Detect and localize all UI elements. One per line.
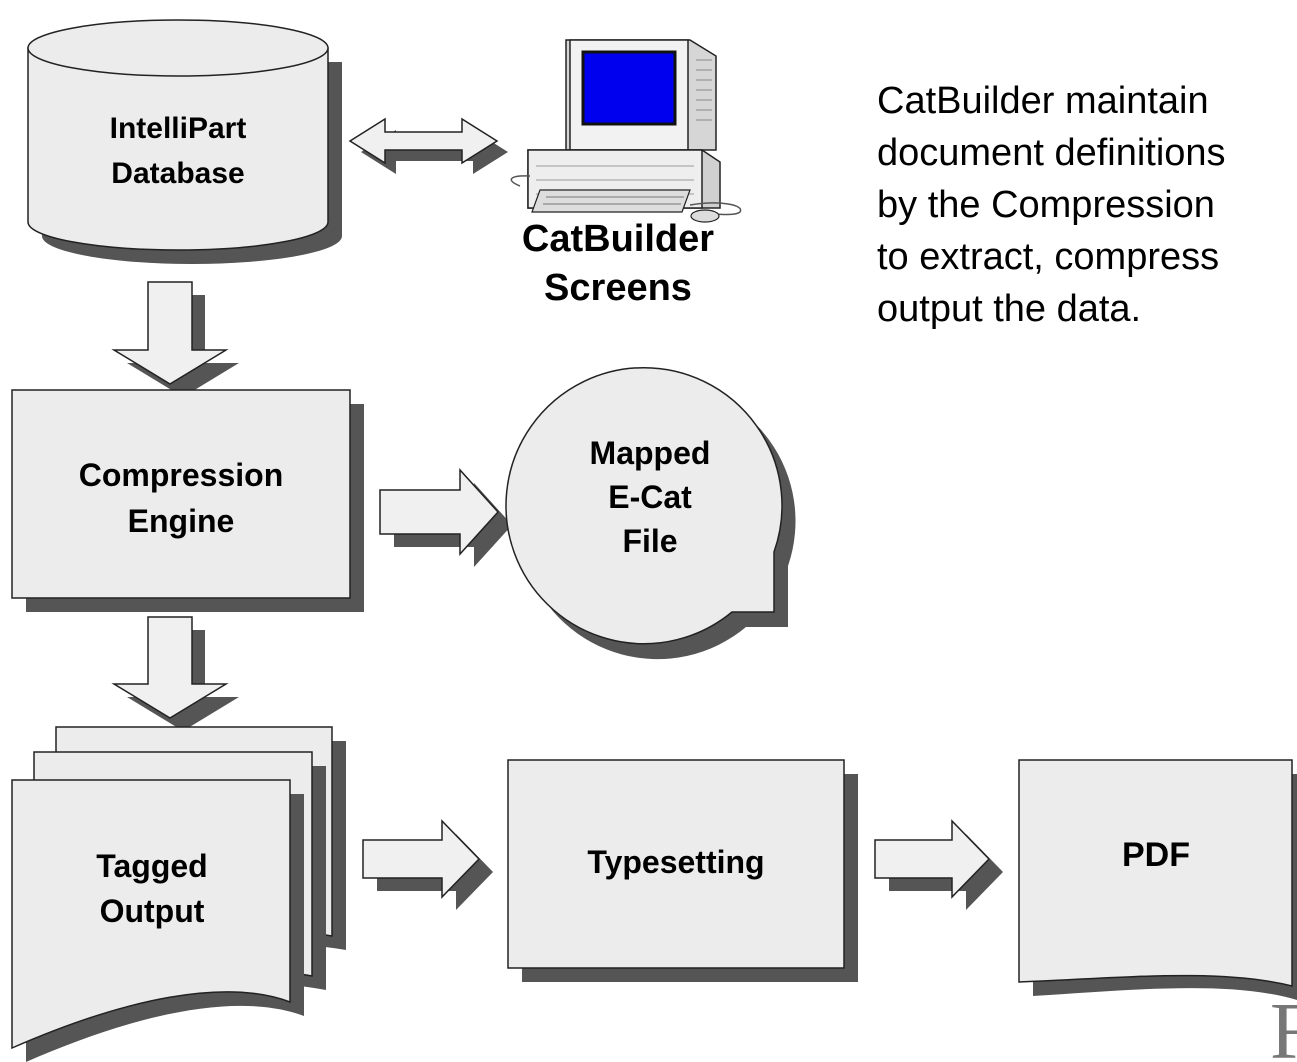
database-label-line2: Database bbox=[111, 157, 244, 190]
mapped-label-line2: E-Cat bbox=[608, 479, 692, 515]
typesetting-label: Typesetting bbox=[587, 844, 764, 880]
mapped-label-line3: File bbox=[622, 523, 677, 559]
engine-label-line1: Compression bbox=[79, 457, 283, 493]
screens-label-line1: CatBuilder bbox=[522, 218, 714, 260]
arrow-typesetting-pdf bbox=[874, 819, 1003, 910]
pdf-node: PDF bbox=[1018, 759, 1297, 1000]
tagged-label-line1: Tagged bbox=[96, 848, 207, 884]
typesetting-node: Typesetting bbox=[507, 759, 858, 982]
database-label-line1: IntelliPart bbox=[110, 112, 247, 145]
down-arrow-engine-tagged bbox=[111, 616, 239, 731]
database-node: IntelliPart Database bbox=[27, 19, 342, 264]
description-line4: to extract, compress bbox=[877, 236, 1219, 278]
pdf-label: PDF bbox=[1122, 836, 1190, 874]
tagged-node: Tagged Output bbox=[11, 726, 346, 1062]
engine-label-line2: Engine bbox=[128, 503, 235, 539]
screens-label-line2: Screens bbox=[544, 267, 692, 309]
description-text: CatBuilder maintain document definitions… bbox=[877, 80, 1226, 330]
arrow-tagged-typesetting bbox=[362, 819, 493, 910]
description-line3: by the Compression bbox=[877, 184, 1215, 226]
computer-icon bbox=[510, 39, 742, 223]
description-line2: document definitions bbox=[877, 132, 1226, 174]
engine-node: Compression Engine bbox=[11, 389, 364, 612]
description-line1: CatBuilder maintain bbox=[877, 80, 1209, 122]
mapped-label-line1: Mapped bbox=[590, 435, 711, 471]
mapped-node: Mapped E-Cat File bbox=[505, 366, 796, 660]
footer-glyph: F bbox=[1270, 988, 1297, 1062]
arrow-engine-mapped bbox=[379, 468, 512, 567]
down-arrow-db-engine bbox=[111, 281, 239, 397]
double-arrow-db-screens bbox=[348, 117, 508, 174]
description-line5: output the data. bbox=[877, 288, 1141, 330]
tagged-label-line2: Output bbox=[100, 893, 205, 929]
